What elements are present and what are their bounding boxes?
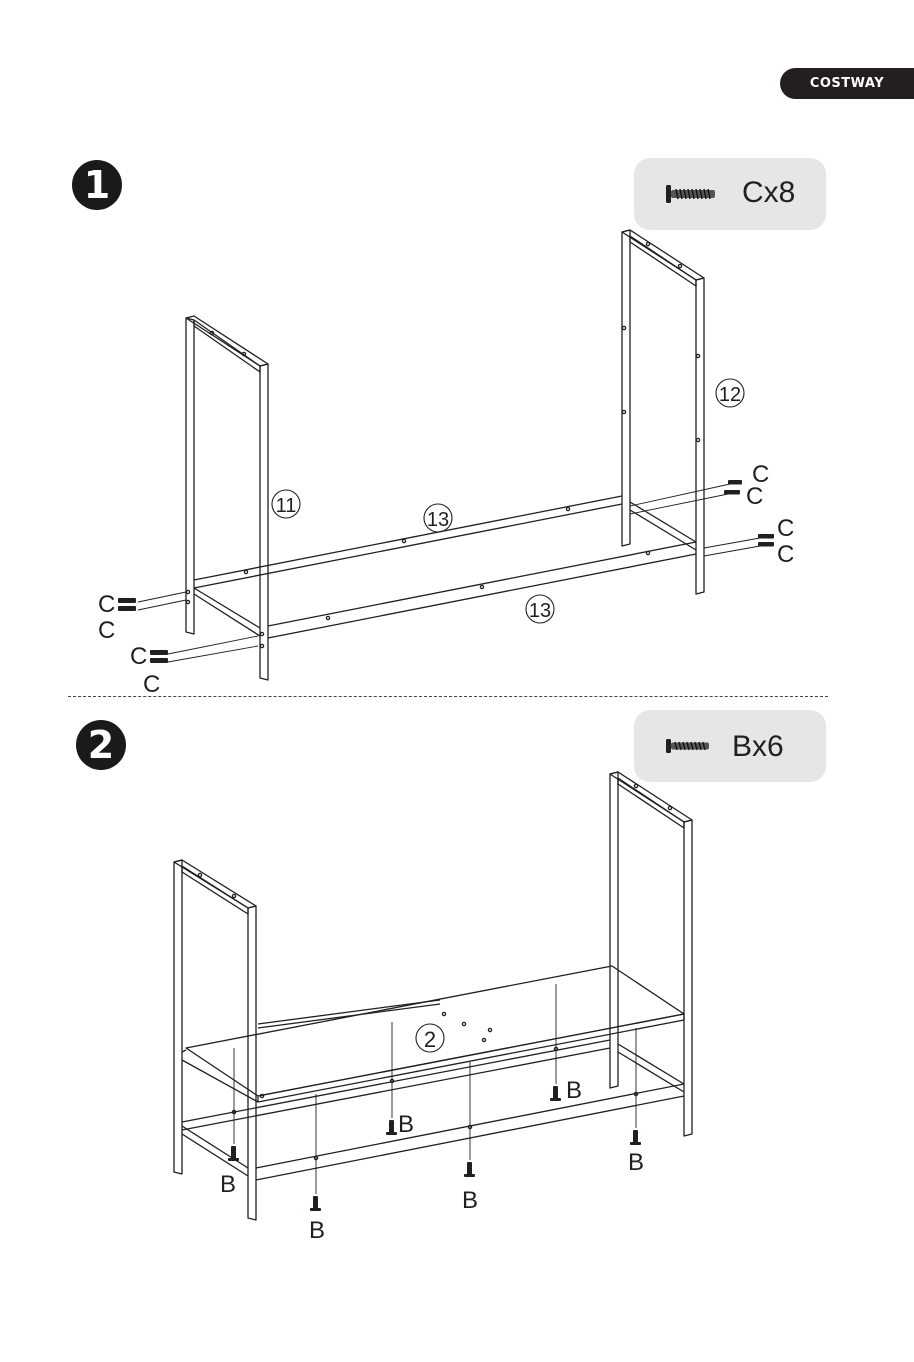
svg-text:13: 13 — [427, 509, 449, 531]
svg-text:C: C — [143, 671, 160, 698]
svg-text:C: C — [777, 515, 794, 542]
svg-text:B: B — [628, 1149, 644, 1176]
svg-text:B: B — [398, 1111, 414, 1138]
lower-rails-step-2 — [182, 1040, 684, 1180]
svg-text:B: B — [220, 1171, 236, 1198]
screw-callouts-c: C C C C C C C C — [98, 461, 794, 698]
part-label-13-back: 13 — [424, 504, 452, 532]
right-side-frame — [622, 230, 704, 594]
part-label-12: 12 — [716, 379, 744, 407]
screws-c — [118, 480, 774, 663]
svg-text:C: C — [130, 643, 147, 670]
part-label-11: 11 — [272, 490, 300, 518]
part-label-2: 2 — [416, 1024, 444, 1052]
svg-text:B: B — [566, 1077, 582, 1104]
svg-text:C: C — [98, 591, 115, 618]
svg-text:12: 12 — [719, 384, 741, 406]
left-side-frame — [186, 316, 268, 680]
svg-text:C: C — [746, 483, 763, 510]
right-side-frame-step-2 — [610, 772, 692, 1136]
svg-text:2: 2 — [424, 1027, 436, 1052]
svg-text:C: C — [98, 617, 115, 644]
part-label-13-front: 13 — [526, 595, 554, 623]
svg-text:B: B — [309, 1217, 325, 1244]
svg-text:13: 13 — [529, 600, 551, 622]
svg-text:B: B — [462, 1187, 478, 1214]
svg-text:11: 11 — [276, 495, 297, 517]
svg-text:C: C — [777, 541, 794, 568]
left-side-frame-step-2 — [174, 860, 256, 1220]
